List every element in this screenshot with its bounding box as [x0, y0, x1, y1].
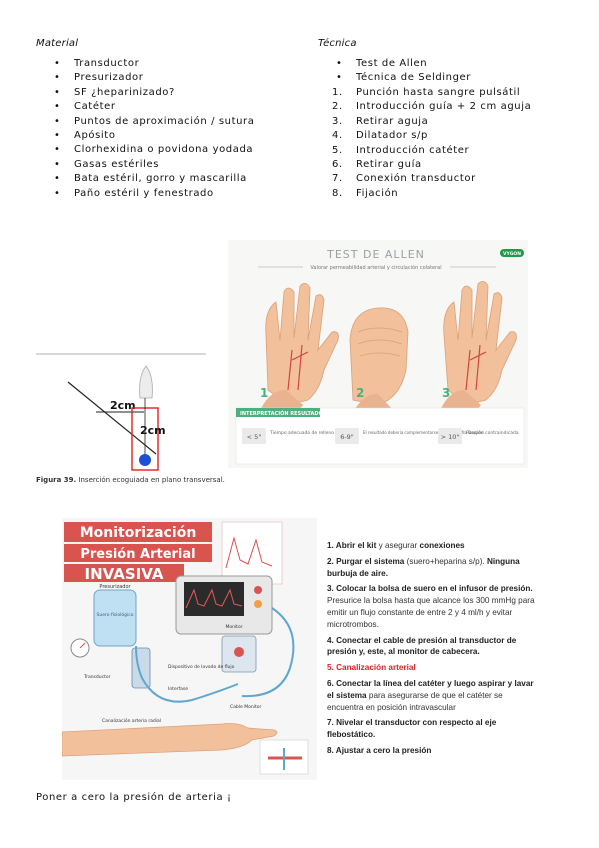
ultrasound-caption: Figura 39. Inserción ecoguiada en plano … [36, 476, 225, 484]
tecnica-step-item: 6.Retirar guía [332, 158, 422, 170]
bullet-icon: • [54, 187, 61, 199]
vygon-logo [500, 249, 524, 257]
allen-step-3: 3 [442, 386, 450, 400]
allen-result-3-text: Punción contraindicada [466, 429, 519, 436]
bullet-icon: • [54, 173, 61, 185]
allen-title: TEST DE ALLEN [326, 248, 425, 261]
poster-title-2: Presión Arterial [80, 547, 195, 562]
vygon-logo-text: VYGON [503, 251, 521, 257]
procedure-steps: 1. Abrir el kit y asegurar conexiones 2. … [327, 540, 537, 761]
material-item: •Presurizador [36, 71, 255, 85]
procedure-step: 2. Purgar el sistema (suero+heparina s/p… [327, 556, 520, 578]
bullet-icon: • [54, 115, 61, 127]
ultrasound-figure: 2cm 2cm [36, 353, 206, 471]
poster-title-3: INVASIVA [85, 565, 164, 583]
tecnica-bullet-item: •Test de Allen [318, 57, 471, 71]
procedure-step: 7. Nivelar el transductor con respecto a… [327, 718, 497, 740]
material-item: •Clorhexidina o povidona yodada [36, 143, 255, 157]
procedure-step: 6. Conectar la línea del catéter y luego… [327, 678, 534, 712]
material-item: •Puntos de aproximación / sutura [36, 115, 255, 129]
material-item: •Paño estéril y fenestrado [36, 187, 255, 201]
allen-result-1-text: Tiempo adecuado de relleno vascular [269, 430, 355, 436]
procedure-step: 5. Canalización arterial [327, 663, 416, 673]
material-item: •Transductor [36, 57, 255, 71]
poster-interfase: Interfase [168, 686, 188, 692]
depth-label: 2cm [140, 424, 166, 437]
tecnica-step-item: 8.Fijación [332, 187, 399, 199]
bullet-icon: • [54, 72, 61, 84]
allen-step-2: 2 [356, 386, 364, 400]
bullet-icon: • [54, 101, 61, 113]
bullet-icon: • [54, 58, 61, 69]
procedure-step: 3. Colocar la bolsa de suero en el infus… [327, 584, 535, 629]
bullet-icon: • [54, 129, 61, 141]
poster-title-1: Monitorización [80, 525, 197, 541]
tecnica-steps: 1.Punción hasta sangre pulsátil 2.Introdu… [318, 86, 531, 201]
needle [67, 381, 157, 455]
tecnica-step-item: 2.Introducción guía + 2 cm aguja [332, 101, 532, 113]
poster-transductor: Transductor [83, 674, 111, 680]
bullet-icon: • [54, 144, 61, 156]
material-list: •Transductor•Presurizador•SF ¿hepariniza… [36, 57, 255, 201]
poster-monitor: Monitor [225, 624, 242, 630]
material-item: •Bata estéril, gorro y mascarilla [36, 172, 255, 186]
allen-step-1: 1 [260, 386, 268, 400]
allen-result-2-value: 6-9" [340, 433, 354, 441]
material-item: •Gasas estériles [36, 158, 255, 172]
poster-suero: Suero fisiológico [97, 611, 134, 618]
artery-target [139, 454, 151, 466]
invasive-pressure-poster: Monitorización Presión Arterial INVASIVA… [62, 518, 317, 780]
allen-result-2-text: El resultado debería complementarse con … [363, 430, 484, 435]
tecnica-step-item: 3.Retirar aguja [332, 115, 429, 127]
allen-test-figure: TEST DE ALLEN Valorar permeabilidad arte… [228, 240, 528, 468]
procedure-step: 8. Ajustar a cero la presión [327, 745, 432, 755]
bullet-icon: • [54, 158, 61, 170]
allen-results-title: INTERPRETACIÓN RESULTADOS [240, 410, 327, 417]
poster-dispositivo: Dispositivo de lavado de flujo [168, 664, 235, 670]
allen-subtitle: Valorar permeabilidad arterial y circula… [310, 264, 441, 271]
arm [62, 723, 278, 757]
allen-result-1-value: < 5" [247, 433, 262, 441]
tecnica-step-item: 4.Dilatador s/p [332, 130, 428, 142]
horizontal-distance-label: 2cm [110, 399, 136, 412]
material-item: •Catéter [36, 100, 255, 114]
tecnica-step-item: 1.Punción hasta sangre pulsátil [332, 87, 521, 98]
bullet-icon: • [336, 72, 343, 84]
poster-presurizador: Presurizador [99, 584, 131, 590]
tecnica-step-item: 5.Introducción catéter [332, 144, 470, 156]
material-title: Material [36, 38, 79, 49]
ultrasound-probe [139, 365, 153, 399]
poster-canalizacion: Canalización arteria radial [102, 717, 161, 724]
bullet-icon: • [54, 86, 61, 98]
procedure-step: 1. Abrir el kit y asegurar conexiones [327, 541, 465, 550]
bottom-note: Poner a cero la presión de arteria ¡ [36, 792, 232, 803]
tecnica-title: Técnica [318, 38, 357, 49]
tecnica-bullet-item: •Técnica de Seldinger [318, 71, 471, 85]
bullet-icon: • [336, 58, 343, 69]
procedure-step: 4. Conectar el cable de presión al trans… [327, 635, 517, 657]
tecnica-step-item: 7.Conexión transductor [332, 173, 476, 185]
allen-result-3-value: > 10" [441, 433, 460, 441]
material-item: •Apósito [36, 129, 255, 143]
poster-cable: Cable Monitor [230, 704, 261, 710]
tecnica-bullets: •Test de Allen•Técnica de Seldinger [318, 57, 471, 86]
hand-open-3 [438, 281, 517, 425]
material-item: •SF ¿heparinizado? [36, 86, 255, 100]
